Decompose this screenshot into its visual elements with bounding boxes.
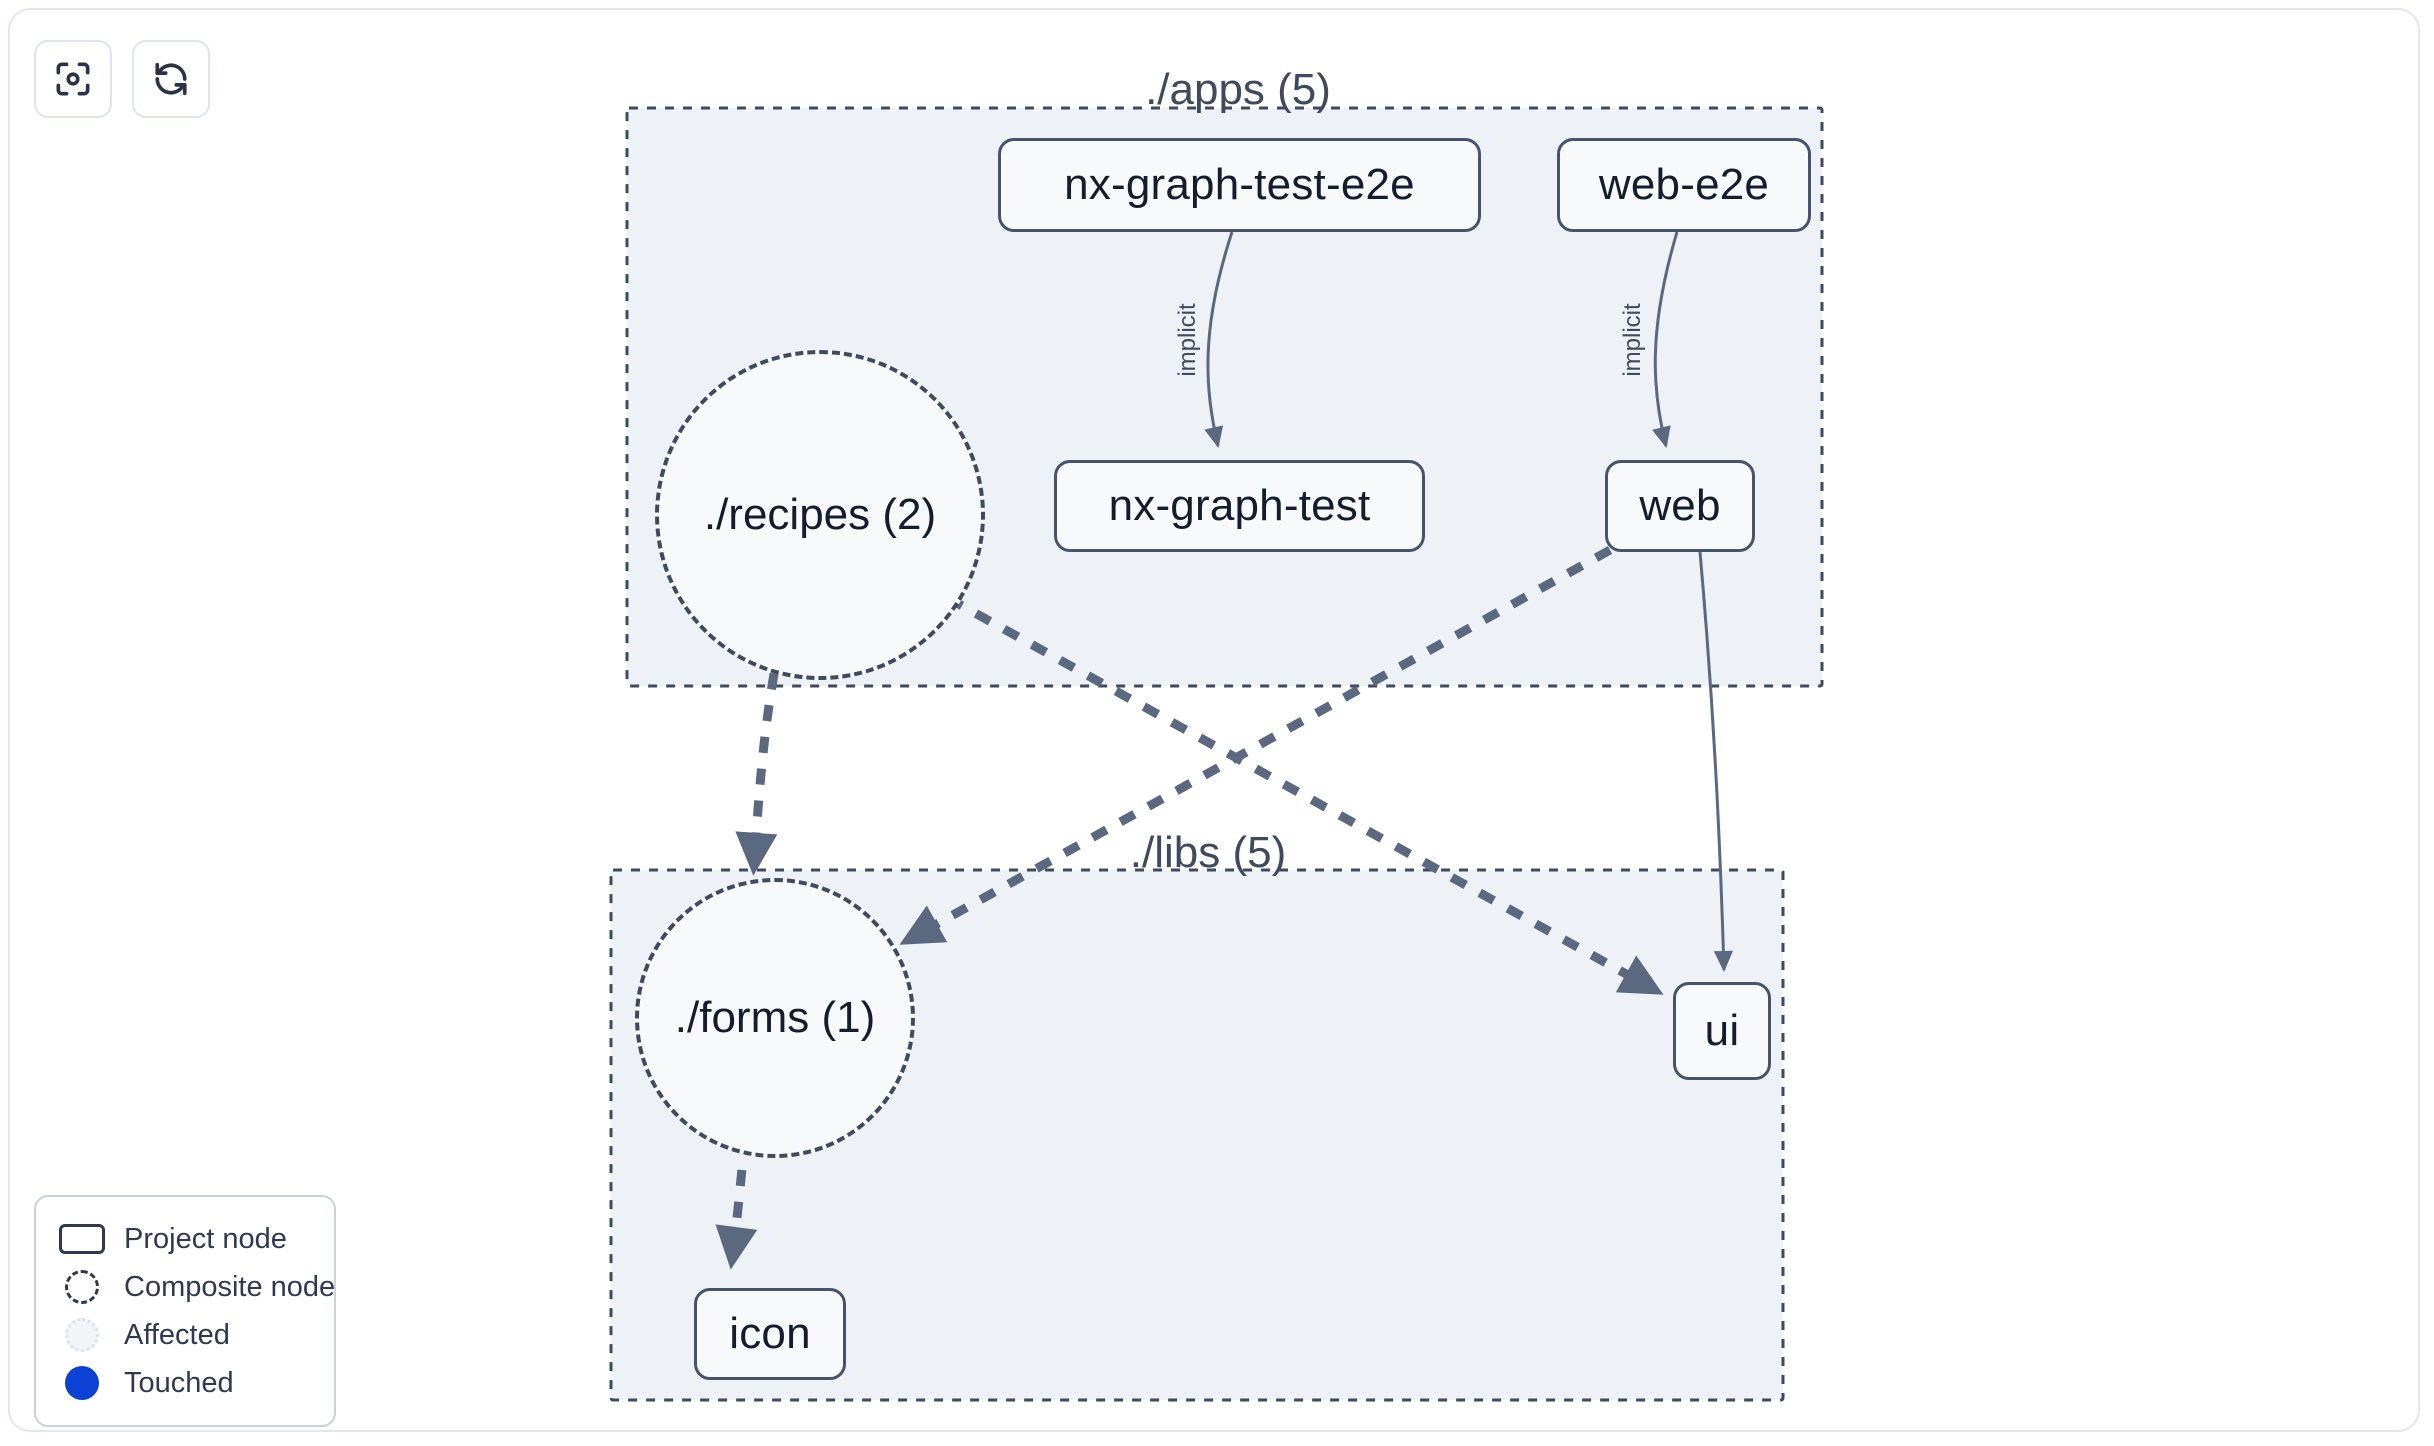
node-nx-graph-test[interactable]: nx-graph-test [1054,460,1425,552]
edge-label-implicit-2: implicit [1619,303,1646,377]
legend-item-project-node: Project node [58,1215,314,1263]
group-label-apps: ./apps (5) [1145,65,1331,114]
legend-label-project-node: Project node [124,1222,287,1255]
group-label-libs: ./libs (5) [1129,828,1287,877]
node-icon[interactable]: icon [694,1288,846,1380]
node-web-e2e[interactable]: web-e2e [1557,138,1811,232]
edge-web-to-forms [899,546,1613,945]
project-graph-panel: implicit implicit ./apps (5) ./libs (5) … [8,8,2420,1432]
edge-forms-to-icon [715,1137,758,1270]
legend-item-composite-node: Composite node [58,1263,335,1311]
edge-recipes-to-forms [735,641,785,876]
legend-item-touched: Touched [58,1359,314,1407]
affected-swatch [58,1315,106,1355]
refresh-icon [149,57,193,101]
legend-label-affected: Affected [124,1318,230,1351]
node-nx-graph-test-e2e[interactable]: nx-graph-test-e2e [998,138,1481,232]
edge-web-to-ui [1698,551,1734,972]
edge-nx-graph-test-e2e-to-nx-graph-test [1204,231,1234,448]
legend-label-touched: Touched [124,1366,234,1399]
graph-legend: Project node Composite node Affected Tou… [34,1195,336,1427]
legend-label-composite-node: Composite node [124,1270,336,1303]
edge-web-e2e-to-web [1652,231,1679,448]
node-recipes-composite[interactable]: ./recipes (2) [655,350,985,680]
graph-toolbar [34,40,210,118]
touched-swatch [58,1363,106,1403]
refresh-graph-button[interactable] [132,40,210,118]
node-forms-composite[interactable]: ./forms (1) [635,878,915,1158]
node-ui[interactable]: ui [1673,982,1771,1080]
node-web[interactable]: web [1605,460,1755,552]
edge-label-implicit-1: implicit [1174,303,1201,377]
focus-icon [51,57,95,101]
composite-node-swatch [58,1267,106,1307]
focus-graph-button[interactable] [34,40,112,118]
legend-item-affected: Affected [58,1311,314,1359]
edge-recipes-to-ui [945,594,1664,995]
project-node-swatch [58,1219,106,1259]
